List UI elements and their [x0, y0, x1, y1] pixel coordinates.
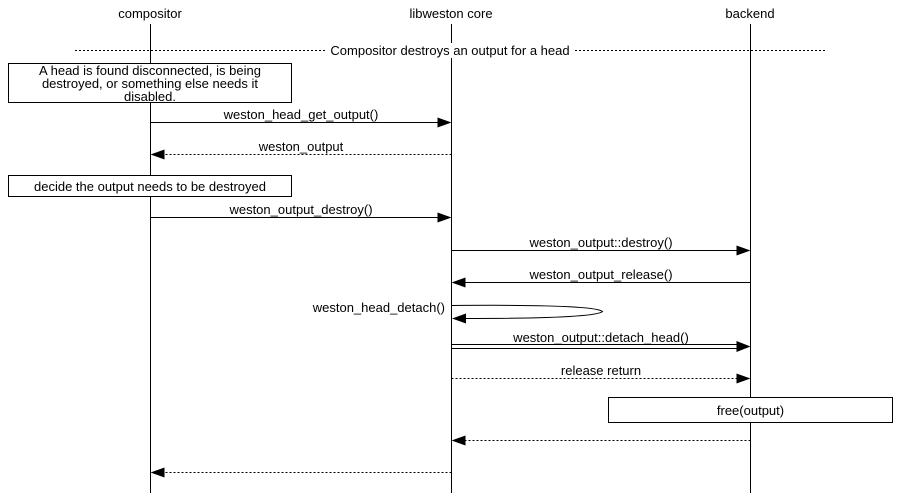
arrowhead-left-icon — [451, 435, 466, 446]
message-label-weston-output-destroy: weston_output_destroy() — [229, 202, 373, 217]
note-free-output: free(output) — [608, 397, 893, 423]
arrowhead-right-icon — [437, 212, 452, 223]
arrowhead-left-icon — [451, 277, 466, 288]
message-label-weston-head-get-output: weston_head_get_output() — [223, 107, 379, 122]
message-label-weston-output-destroy-vfunc: weston_output::destroy() — [529, 235, 673, 250]
message-label-weston-output-release: weston_output_release() — [529, 267, 673, 282]
self-call-loop — [451, 304, 604, 319]
message-label-release-return: release return — [560, 363, 642, 378]
message-label-weston-head-detach: weston_head_detach() — [312, 300, 445, 315]
arrowhead-right-icon — [736, 373, 751, 384]
arrowhead-right-icon — [736, 341, 751, 352]
arrowhead-right-icon — [437, 117, 452, 128]
actor-label-libweston-core: libweston core — [409, 6, 493, 21]
arrowhead-left-icon — [150, 467, 165, 478]
actor-label-compositor: compositor — [118, 6, 182, 21]
diagram-title: Compositor destroys an output for a head — [325, 43, 575, 58]
arrowhead-left-icon — [452, 313, 466, 324]
note-head-disconnected: A head is found disconnected, is being d… — [8, 63, 292, 103]
arrowhead-right-icon — [736, 245, 751, 256]
arrowhead-left-icon — [150, 149, 165, 160]
actor-label-backend: backend — [725, 6, 775, 21]
message-label-weston-output-detach-head: weston_output::detach_head() — [513, 330, 689, 345]
note-decide-destroy: decide the output needs to be destroyed — [8, 175, 292, 197]
message-label-weston-output-return: weston_output — [258, 139, 344, 154]
